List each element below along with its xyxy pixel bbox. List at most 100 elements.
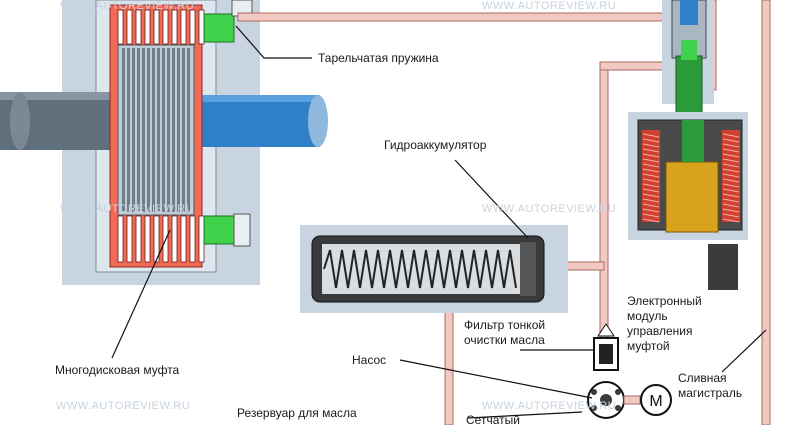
label-filter-line2: очистки масла xyxy=(464,333,545,347)
oil-pump xyxy=(587,381,641,419)
clutch-plate xyxy=(144,215,151,263)
coil-winding xyxy=(642,213,660,218)
watermark: WWW.AUTOREVIEW.RU xyxy=(60,0,195,12)
hub-spline-tooth xyxy=(142,48,145,212)
output-shaft xyxy=(190,95,328,147)
coil-winding xyxy=(642,193,660,198)
coil-winding xyxy=(722,138,740,143)
coil-winding xyxy=(722,178,740,183)
clutch-plate xyxy=(180,9,187,45)
coil-winding xyxy=(642,178,660,183)
motor-symbol: M xyxy=(649,393,662,410)
hub-spline-tooth xyxy=(122,48,125,212)
clutch-plate xyxy=(117,9,124,45)
disc-spring-bottom xyxy=(203,215,235,245)
coil-winding xyxy=(642,163,660,168)
electronic-module xyxy=(708,244,738,290)
coil-winding xyxy=(722,203,740,208)
motor xyxy=(640,384,672,416)
watermark: WWW.AUTOREVIEW.RU xyxy=(482,203,617,215)
coil-winding xyxy=(722,198,740,203)
hub-spline-tooth xyxy=(172,48,175,212)
coil-winding xyxy=(642,218,660,223)
watermark: WWW.AUTOREVIEW.RU xyxy=(482,0,617,12)
multi-plate-clutch xyxy=(109,4,205,268)
label-hydro-accumulator: Гидроаккумулятор xyxy=(384,138,487,152)
watermark: WWW.AUTOREVIEW.RU xyxy=(482,400,617,412)
disc-spring-top xyxy=(203,13,235,43)
coil-winding xyxy=(722,183,740,188)
coil-winding xyxy=(722,153,740,158)
coil-winding xyxy=(642,203,660,208)
clutch-plate xyxy=(198,215,205,263)
label-strainer: Сетчатый xyxy=(466,413,520,427)
hub-spline-tooth xyxy=(177,48,180,212)
coil-winding xyxy=(722,158,740,163)
piston-block-bottom xyxy=(233,213,251,247)
label-reservoir: Резервуар для масла xyxy=(237,406,357,420)
leader-lines xyxy=(111,25,767,419)
coil-winding xyxy=(642,173,660,178)
control-valve xyxy=(662,0,714,119)
hub-spline-tooth xyxy=(137,48,140,212)
label-module-line1: Электронный xyxy=(627,294,702,308)
hub-spline-tooth xyxy=(157,48,160,212)
clutch-plate xyxy=(153,9,160,45)
clutch-plate xyxy=(144,9,151,45)
clutch-plate xyxy=(117,215,124,263)
fine-oil-filter xyxy=(593,323,619,371)
hub-spline-tooth xyxy=(182,48,185,212)
clutch-plate xyxy=(189,215,196,263)
clutch-plate xyxy=(126,9,133,45)
coil-winding xyxy=(722,218,740,223)
coil-winding xyxy=(642,158,660,163)
coil-winding xyxy=(722,213,740,218)
solenoid-coil-right xyxy=(722,133,740,223)
label-drain-line1: Сливная xyxy=(678,371,727,385)
solenoid-coil-left xyxy=(642,133,660,223)
coil-winding xyxy=(642,138,660,143)
coil-winding xyxy=(722,173,740,178)
watermark: WWW.AUTOREVIEW.RU xyxy=(60,203,195,215)
coil-winding xyxy=(722,208,740,213)
hydro-accumulator xyxy=(300,225,568,313)
label-disc-spring: Тарельчатая пружина xyxy=(318,51,439,65)
coil-winding xyxy=(722,133,740,138)
coil-winding xyxy=(642,168,660,173)
coil-winding xyxy=(722,148,740,153)
label-module-line3: управления xyxy=(627,324,693,338)
coil-winding xyxy=(642,198,660,203)
clutch-plate xyxy=(126,215,133,263)
solenoid xyxy=(628,112,748,240)
coil-winding xyxy=(722,193,740,198)
coil-winding xyxy=(722,168,740,173)
clutch-plate xyxy=(135,9,142,45)
hub-spline-tooth xyxy=(132,48,135,212)
drive-shaft xyxy=(0,92,120,150)
coil-winding xyxy=(642,133,660,138)
coil-winding xyxy=(642,148,660,153)
coil-winding xyxy=(642,143,660,148)
hub-spline-tooth xyxy=(162,48,165,212)
hub-spline-tooth xyxy=(152,48,155,212)
hub-spline-tooth xyxy=(187,48,190,212)
coil-winding xyxy=(722,163,740,168)
clutch-plate xyxy=(171,215,178,263)
clutch-plate xyxy=(189,9,196,45)
watermark: WWW.AUTOREVIEW.RU xyxy=(56,400,191,412)
hub-spline-tooth xyxy=(127,48,130,212)
clutch-plate xyxy=(171,9,178,45)
coil-winding xyxy=(722,143,740,148)
coil-winding xyxy=(642,188,660,193)
hub-spline-tooth xyxy=(147,48,150,212)
label-clutch: Многодисковая муфта xyxy=(55,363,180,377)
clutch-plate xyxy=(162,9,169,45)
label-filter-line1: Фильтр тонкой xyxy=(464,318,546,332)
hub-spline-tooth xyxy=(167,48,170,212)
clutch-plates-top xyxy=(117,9,205,45)
coil-winding xyxy=(642,183,660,188)
label-pump: Насос xyxy=(352,353,387,367)
clutch-plate xyxy=(135,215,142,263)
clutch-plate xyxy=(198,9,205,45)
